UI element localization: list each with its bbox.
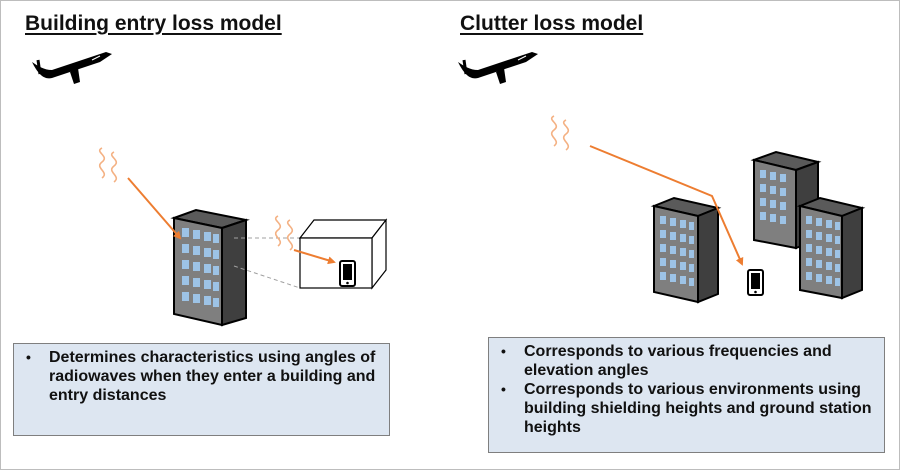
- radio-wave-icon: [274, 215, 294, 251]
- airplane-icon: [30, 50, 114, 86]
- room-box-icon: [298, 218, 388, 290]
- description-bullet: Corresponds to various environments usin…: [499, 380, 874, 437]
- signal-arrow: [293, 249, 336, 265]
- clutter-description-box: Corresponds to various frequencies and e…: [488, 337, 885, 453]
- radio-wave-icon: [98, 147, 118, 183]
- airplane-icon: [456, 50, 540, 86]
- building-icon: [796, 196, 866, 300]
- description-bullet: Corresponds to various frequencies and e…: [499, 342, 874, 380]
- building-entry-description-box: Determines characteristics using angles …: [13, 343, 390, 436]
- building-entry-loss-title: Building entry loss model: [25, 12, 282, 35]
- radio-wave-icon: [550, 115, 570, 151]
- smartphone-icon: [747, 269, 764, 296]
- signal-arrow: [127, 177, 182, 240]
- description-bullet: Determines characteristics using angles …: [24, 348, 379, 405]
- clutter-loss-title: Clutter loss model: [460, 12, 644, 35]
- building-icon: [650, 196, 722, 304]
- building-icon: [170, 208, 250, 327]
- smartphone-icon: [339, 260, 356, 287]
- signal-arrow: [589, 145, 744, 266]
